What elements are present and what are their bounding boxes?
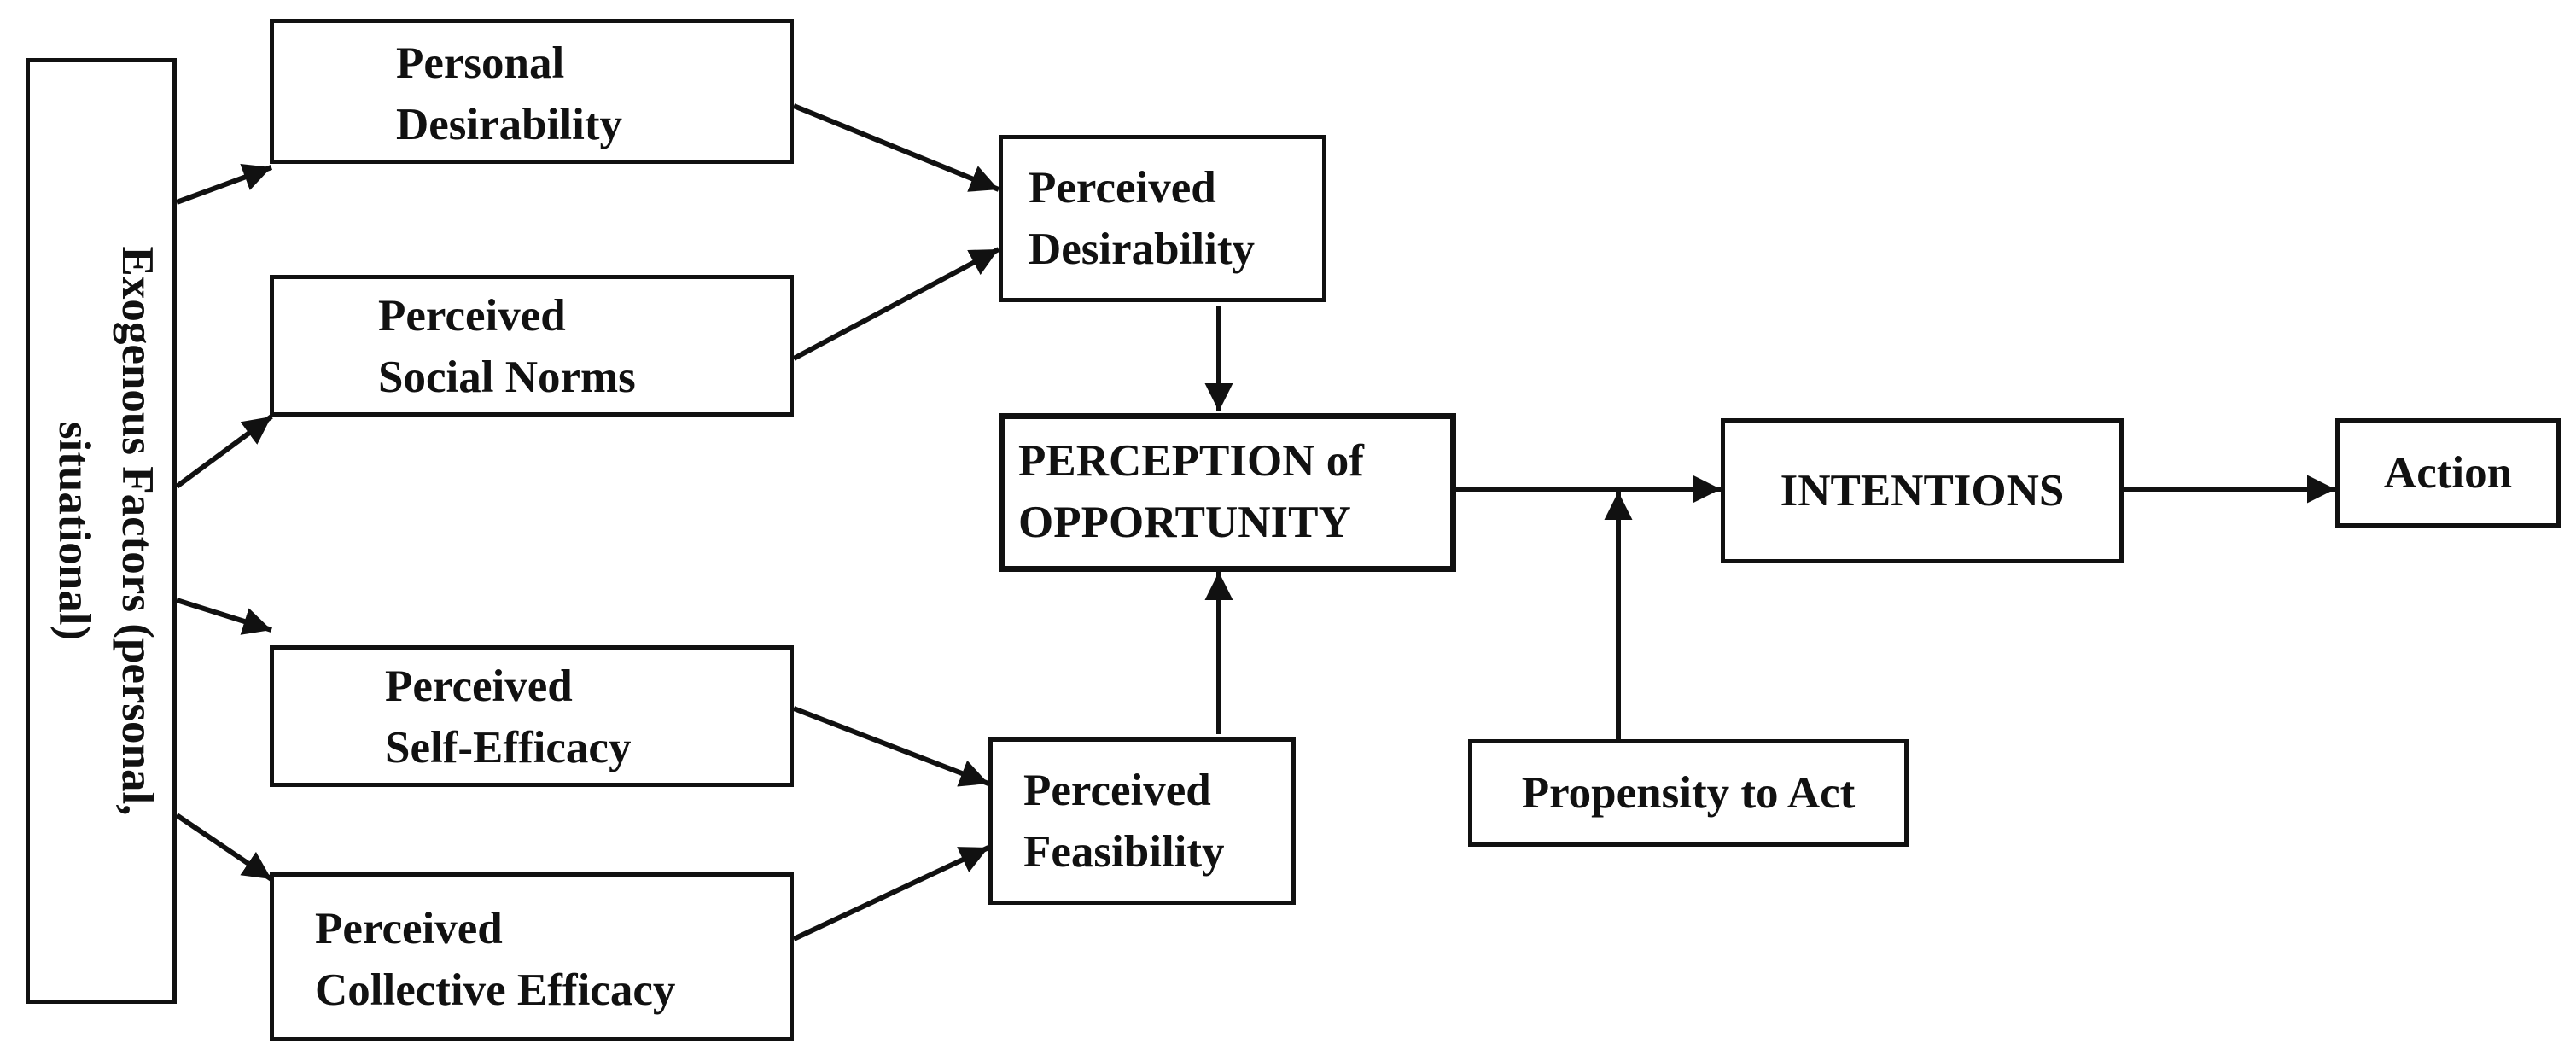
social-norms-line-1: Perceived (378, 291, 566, 341)
intentions-label: INTENTIONS (1780, 466, 2065, 516)
perceived-feasibility-line-1: Perceived (1023, 766, 1211, 815)
social-norms-box: Perceived Social Norms (270, 275, 794, 417)
exogenous-factors-label: Exogenous Factors (personal, situational… (24, 104, 178, 958)
perception-line-2: OPPORTUNITY (1018, 498, 1351, 547)
personal-desirability-box: Personal Desirability (270, 19, 794, 164)
perceived-desirability-line-1: Perceived (1029, 163, 1216, 213)
self-efficacy-line-1: Perceived (385, 662, 573, 711)
perceived-desirability-box: Perceived Desirability (999, 135, 1326, 302)
perceived-feasibility-line-2: Feasibility (1023, 827, 1225, 877)
perception-of-opportunity-box: PERCEPTION of OPPORTUNITY (999, 413, 1456, 572)
social-norms-line-2: Social Norms (378, 353, 636, 402)
arrow-collective-efficacy-to-perceived-feasibility (792, 845, 990, 941)
propensity-box: Propensity to Act (1468, 739, 1909, 847)
self-efficacy-line-2: Self-Efficacy (385, 723, 632, 772)
arrow-exogenous-to-collective-efficacy (175, 813, 273, 882)
exogenous-line-1: Exogenous Factors (personal, (113, 246, 162, 816)
arrow-exogenous-to-social-norms (175, 414, 273, 489)
action-box: Action (2335, 418, 2561, 528)
exogenous-line-2: situational) (50, 421, 99, 641)
intentions-box: INTENTIONS (1721, 418, 2124, 563)
collective-efficacy-box: Perceived Collective Efficacy (270, 872, 794, 1041)
collective-efficacy-line-2: Collective Efficacy (315, 965, 676, 1015)
self-efficacy-box: Perceived Self-Efficacy (270, 645, 794, 787)
collective-efficacy-line-1: Perceived (315, 904, 503, 953)
personal-desirability-line-2: Desirability (396, 100, 622, 149)
perceived-feasibility-box: Perceived Feasibility (988, 737, 1296, 905)
arrow-personal-desirability-to-perceived-desirability (792, 103, 1000, 192)
perception-line-1: PERCEPTION of (1018, 436, 1364, 486)
personal-desirability-line-1: Personal (396, 38, 565, 88)
arrow-social-norms-to-perceived-desirability (792, 247, 1000, 361)
action-label: Action (2383, 448, 2513, 498)
arrow-self-efficacy-to-perceived-feasibility (792, 706, 990, 787)
propensity-label: Propensity to Act (1521, 768, 1856, 818)
perceived-desirability-line-2: Desirability (1029, 224, 1255, 274)
exogenous-factors-box (26, 58, 177, 1004)
arrow-exogenous-to-self-efficacy (176, 598, 272, 635)
arrow-exogenous-to-personal-desirability (175, 163, 273, 205)
